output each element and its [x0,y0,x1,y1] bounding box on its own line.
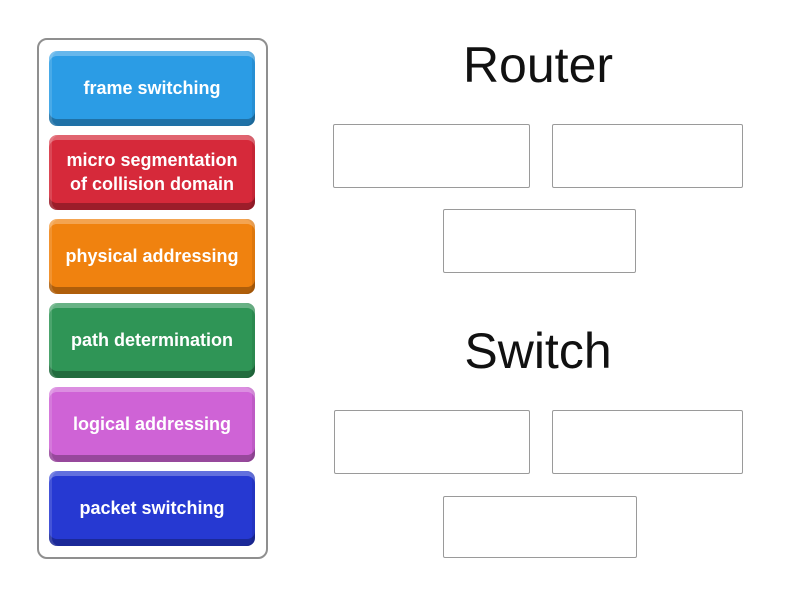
tile-physical-addressing[interactable]: physical addressing [49,219,255,294]
group-title-router: Router [462,37,614,93]
switch-slot-1[interactable] [334,410,530,474]
router-slot-1[interactable] [333,124,530,188]
tile-path-determination[interactable]: path determination [49,303,255,378]
router-slot-3[interactable] [443,209,636,273]
tile-micro-segmentation[interactable]: micro segmentation of collision domain [49,135,255,210]
tile-packet-switching[interactable]: packet switching [49,471,255,546]
tile-frame-switching[interactable]: frame switching [49,51,255,126]
switch-slot-2[interactable] [552,410,743,474]
switch-slot-3[interactable] [443,496,637,558]
group-title-switch: Switch [464,323,612,379]
tile-logical-addressing[interactable]: logical addressing [49,387,255,462]
router-slot-2[interactable] [552,124,743,188]
tile-panel: frame switching micro segmentation of co… [37,38,268,559]
